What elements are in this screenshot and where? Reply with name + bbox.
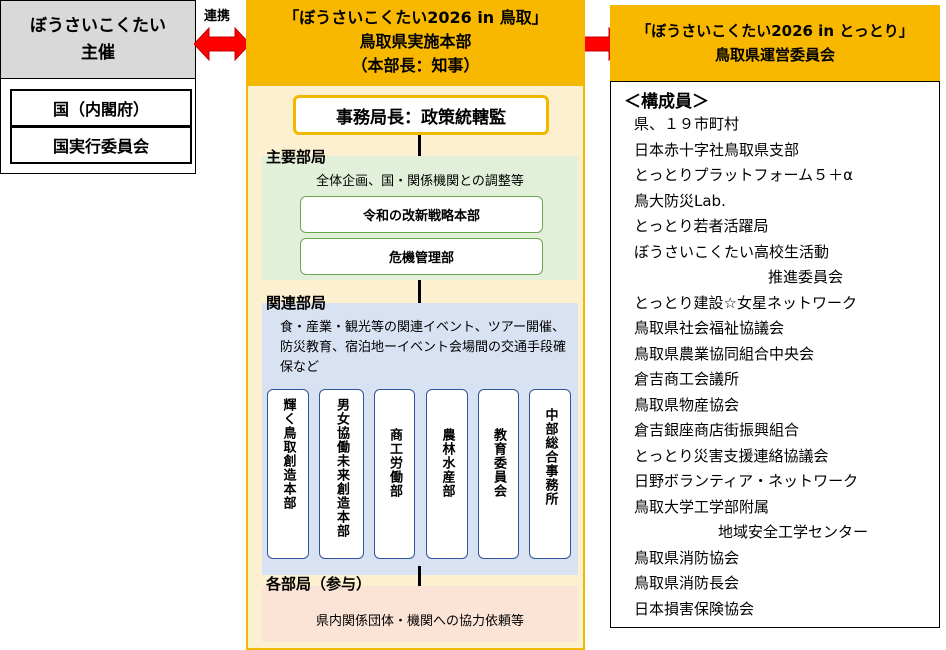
reiwa-strategy-hq-box: 令和の改新戦略本部 [300,196,543,233]
related-departments-title: 関連部局 [266,294,327,312]
member-item: 倉吉商工会議所 [634,370,740,388]
related-unit-label: 農林水産部 [439,428,455,498]
member-item: 日本赤十字社鳥取県支部 [634,140,800,159]
member-item: とっとり災害支援連絡協議会 [634,446,829,465]
member-item: 県、１９市町村 [634,115,740,133]
member-item: とっとり若者活躍局 [634,217,769,235]
member-item: とっとりプラットフォーム５＋α [634,166,853,184]
organizer-header: ぼうさいこくたい 主催 [0,0,196,79]
all-departments-description: 県内関係団体・機関への協力依頼等 [315,614,524,629]
hq-title-line1: 「ぼうさいこくたい2026 in 鳥取」 [283,8,548,27]
related-unit-box: 農林水産部 [426,389,468,559]
related-unit-label: 教育委員会 [491,428,506,498]
related-unit-label: 輝く鳥取創造本部 [280,398,296,510]
hq-header: 「ぼうさいこくたい2026 in 鳥取」 鳥取県実施本部 （本部長：知事） [246,0,585,84]
hq-title-line2: 鳥取県実施本部 [359,32,472,51]
member-item: 推進委員会 [768,268,844,286]
committee-title-line1: 「ぼうさいこくたい2026 in とっとり」 [636,22,914,40]
committee-body [610,81,940,628]
organizer-cabinet-office: 国（内閣府） [10,89,192,127]
connector-line [418,135,421,157]
member-item: 日本損害保険協会 [634,599,755,618]
member-item: 地域安全工学センター [718,523,869,541]
connector-line [418,280,421,303]
related-unit-label: 商工労働部 [387,428,402,498]
member-item: 鳥取県物産協会 [634,395,740,414]
member-item: 鳥取県消防長会 [634,574,740,592]
organizer-title-line2: 主催 [81,42,115,63]
crisis-management-box: 危機管理部 [300,238,543,275]
related-departments-description: 食・産業・観光等の関連イベント、ツアー開催、防災教育、宿泊地ーイベント会場間の交… [280,320,567,375]
all-departments-title: 各部局（参与） [266,575,372,593]
member-item: ぼうさいこくたい高校生活動 [634,242,830,261]
related-unit-box: 教育委員会 [478,389,519,559]
related-unit-box: 商工労働部 [374,389,415,559]
organizer-title-line1: ぼうさいこくたい [30,15,166,36]
main-departments-description: 全体企画、国・関係機関との調整等 [316,174,524,189]
member-item: 鳥取大学工学部附属 [634,497,770,516]
members-heading: ＜構成員＞ [624,92,709,112]
organizer-national-committee: 国実行委員会 [10,126,192,164]
member-item: 鳥取県消防協会 [634,548,740,567]
committee-title-line2: 鳥取県運営委員会 [714,46,835,64]
related-departments-panel [262,303,578,575]
committee-header: 「ぼうさいこくたい2026 in とっとり」 鳥取県運営委員会 [610,5,940,81]
related-unit-label: 中部総合事務所 [542,408,558,506]
related-unit-box: 男女協働未来創造本部 [319,389,364,559]
main-departments-title: 主要部局 [266,148,327,166]
member-item: 日野ボランティア・ネットワーク [634,472,859,490]
organizer-body: 国（内閣府） 国実行委員会 [0,79,196,174]
member-item: 鳥取県社会福祉協議会 [634,319,785,337]
secretary-general-box: 事務局長：政策統轄監 [293,95,549,135]
hq-title-line3: （本部長：知事） [351,56,480,75]
related-unit-box: 中部総合事務所 [529,389,571,559]
members-list: 県、１９市町村 日本赤十字社鳥取県支部 とっとりプラットフォーム５＋α 鳥大防災… [634,112,934,622]
member-item: 倉吉銀座商店街振興組合 [634,421,800,439]
related-unit-box: 輝く鳥取創造本部 [267,389,309,559]
member-item: 鳥大防災Lab. [634,191,726,210]
connector-line [418,566,421,586]
related-unit-label: 男女協働未来創造本部 [334,398,349,538]
liaison-label: 連携 [204,9,231,24]
left-double-arrow-icon [194,26,250,62]
all-departments-panel [262,586,578,642]
member-item: 鳥取県農業協同組合中央会 [634,344,815,363]
member-item: とっとり建設☆女星ネットワーク [634,293,857,312]
